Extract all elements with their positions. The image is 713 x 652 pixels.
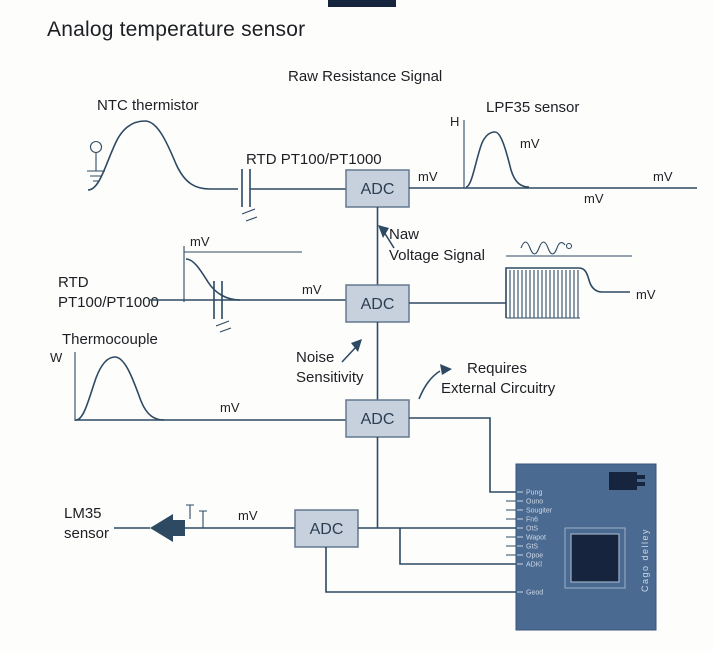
ground-symbol-ntc	[87, 170, 105, 182]
mv-label-row4: mV	[238, 508, 258, 523]
chip-inner-pin-ticks	[517, 491, 523, 593]
mv-label-waveform: mV	[636, 287, 656, 302]
naw-voltage-label-line1: Naw	[389, 226, 419, 243]
chip-pin-label-5: Wapot	[526, 535, 546, 542]
adc-label-4: ADC	[310, 521, 344, 538]
rtd-label-line1: RTD	[58, 274, 89, 291]
raw-resistance-signal-label: Raw Resistance Signal	[288, 68, 442, 85]
rtd-label-line2: PT100/PT1000	[58, 294, 159, 311]
h-axis-label: H	[450, 114, 459, 129]
lpf35-sensor-label: LPF35 sensor	[486, 99, 579, 116]
adc-label-1: ADC	[361, 181, 395, 198]
lm35-sensor-body	[173, 520, 185, 536]
mv-label-adc1: mV	[418, 169, 438, 184]
naw-voltage-label-line2: Voltage Signal	[389, 247, 485, 264]
noise-sensitivity-label-line1: Noise	[296, 349, 334, 366]
lm35-sensor-symbol	[150, 514, 173, 542]
ntc-signal-curve	[87, 120, 238, 191]
requires-arrow-line	[418, 370, 441, 400]
ground-hatch-row2	[215, 320, 232, 333]
adc-box-3	[345, 399, 410, 438]
naw-arrow-line	[383, 231, 395, 249]
chip-pin-label-3: Fn6	[526, 517, 538, 524]
connector-bottom-chip	[325, 547, 516, 593]
requires-label-line2: External Circuitry	[441, 380, 556, 397]
chip-pin-label-2: Sougiter	[526, 508, 553, 515]
rtd-minigraph-axes	[183, 246, 302, 302]
lpf-signal-curve	[465, 131, 530, 188]
lm35-label-line2: sensor	[64, 525, 109, 542]
ntc-probe-symbol	[89, 140, 103, 154]
w-axis-label: W	[50, 350, 63, 365]
adc-box-4	[294, 509, 359, 548]
chip-core-outline	[564, 527, 626, 589]
mv-label-right-top: mV	[653, 169, 673, 184]
top-crop-bar	[328, 0, 396, 7]
noise-squiggle	[520, 241, 566, 255]
mv-label-lpf-peak: mV	[520, 136, 540, 151]
connector-adc3-chip	[409, 417, 516, 493]
mv-label-row3: mV	[220, 400, 240, 415]
lm35-label-line1: LM35	[64, 505, 102, 522]
adc-label-3: ADC	[361, 411, 395, 428]
chip-pin-label-7: Opoe	[526, 553, 543, 560]
pulse-envelope	[505, 267, 630, 318]
rtd-inline-label: RTD PT100/PT1000	[246, 151, 382, 168]
capacitor-symbol-row1	[241, 169, 251, 207]
ntc-thermistor-label: NTC thermistor	[97, 97, 199, 114]
page-title-text: Analog temperature sensor	[47, 18, 305, 41]
chip-component-pin-2	[637, 482, 645, 486]
chip-pin-label-6: GtS	[526, 544, 538, 551]
ground-hatch-row1	[241, 208, 258, 222]
mv-label-row2: mV	[302, 282, 322, 297]
chip-pin-label-8: ADKl	[526, 562, 542, 569]
chip-pin-label-4: OtS	[526, 526, 538, 533]
thermocouple-curve	[75, 356, 165, 421]
chip-component-pin-1	[637, 475, 645, 479]
noise-arrowhead	[351, 339, 362, 352]
naw-arrowhead	[378, 225, 389, 238]
connector-branch-chip	[399, 528, 516, 565]
lm35-pins	[186, 504, 207, 528]
chip-pin-stubs	[506, 500, 516, 556]
noise-squiggle-loop	[565, 242, 573, 250]
mv-label-right-bottom: mV	[584, 191, 604, 206]
chip-component	[609, 472, 637, 490]
chip-core-die	[570, 533, 620, 583]
noise-sensitivity-label-line2: Sensitivity	[296, 369, 364, 386]
requires-arrowhead	[440, 364, 452, 375]
capacitor-symbol-row2	[213, 281, 223, 319]
mv-label-rtd-axis: mV	[190, 234, 210, 249]
rtd-decay-curve	[185, 258, 241, 301]
requires-label-line1: Requires	[467, 360, 527, 377]
pulse-train-stripes	[509, 270, 579, 318]
chip-pin-label-0: Pung	[526, 490, 542, 497]
chip-pin-label-9: Geod	[526, 590, 543, 597]
adc-label-2: ADC	[361, 296, 395, 313]
noise-arrow-line	[341, 346, 357, 363]
thermocouple-label: Thermocouple	[62, 331, 158, 348]
chip-side-label: Cago delley	[640, 528, 650, 592]
chip-pin-label-1: Ouno	[526, 499, 543, 506]
